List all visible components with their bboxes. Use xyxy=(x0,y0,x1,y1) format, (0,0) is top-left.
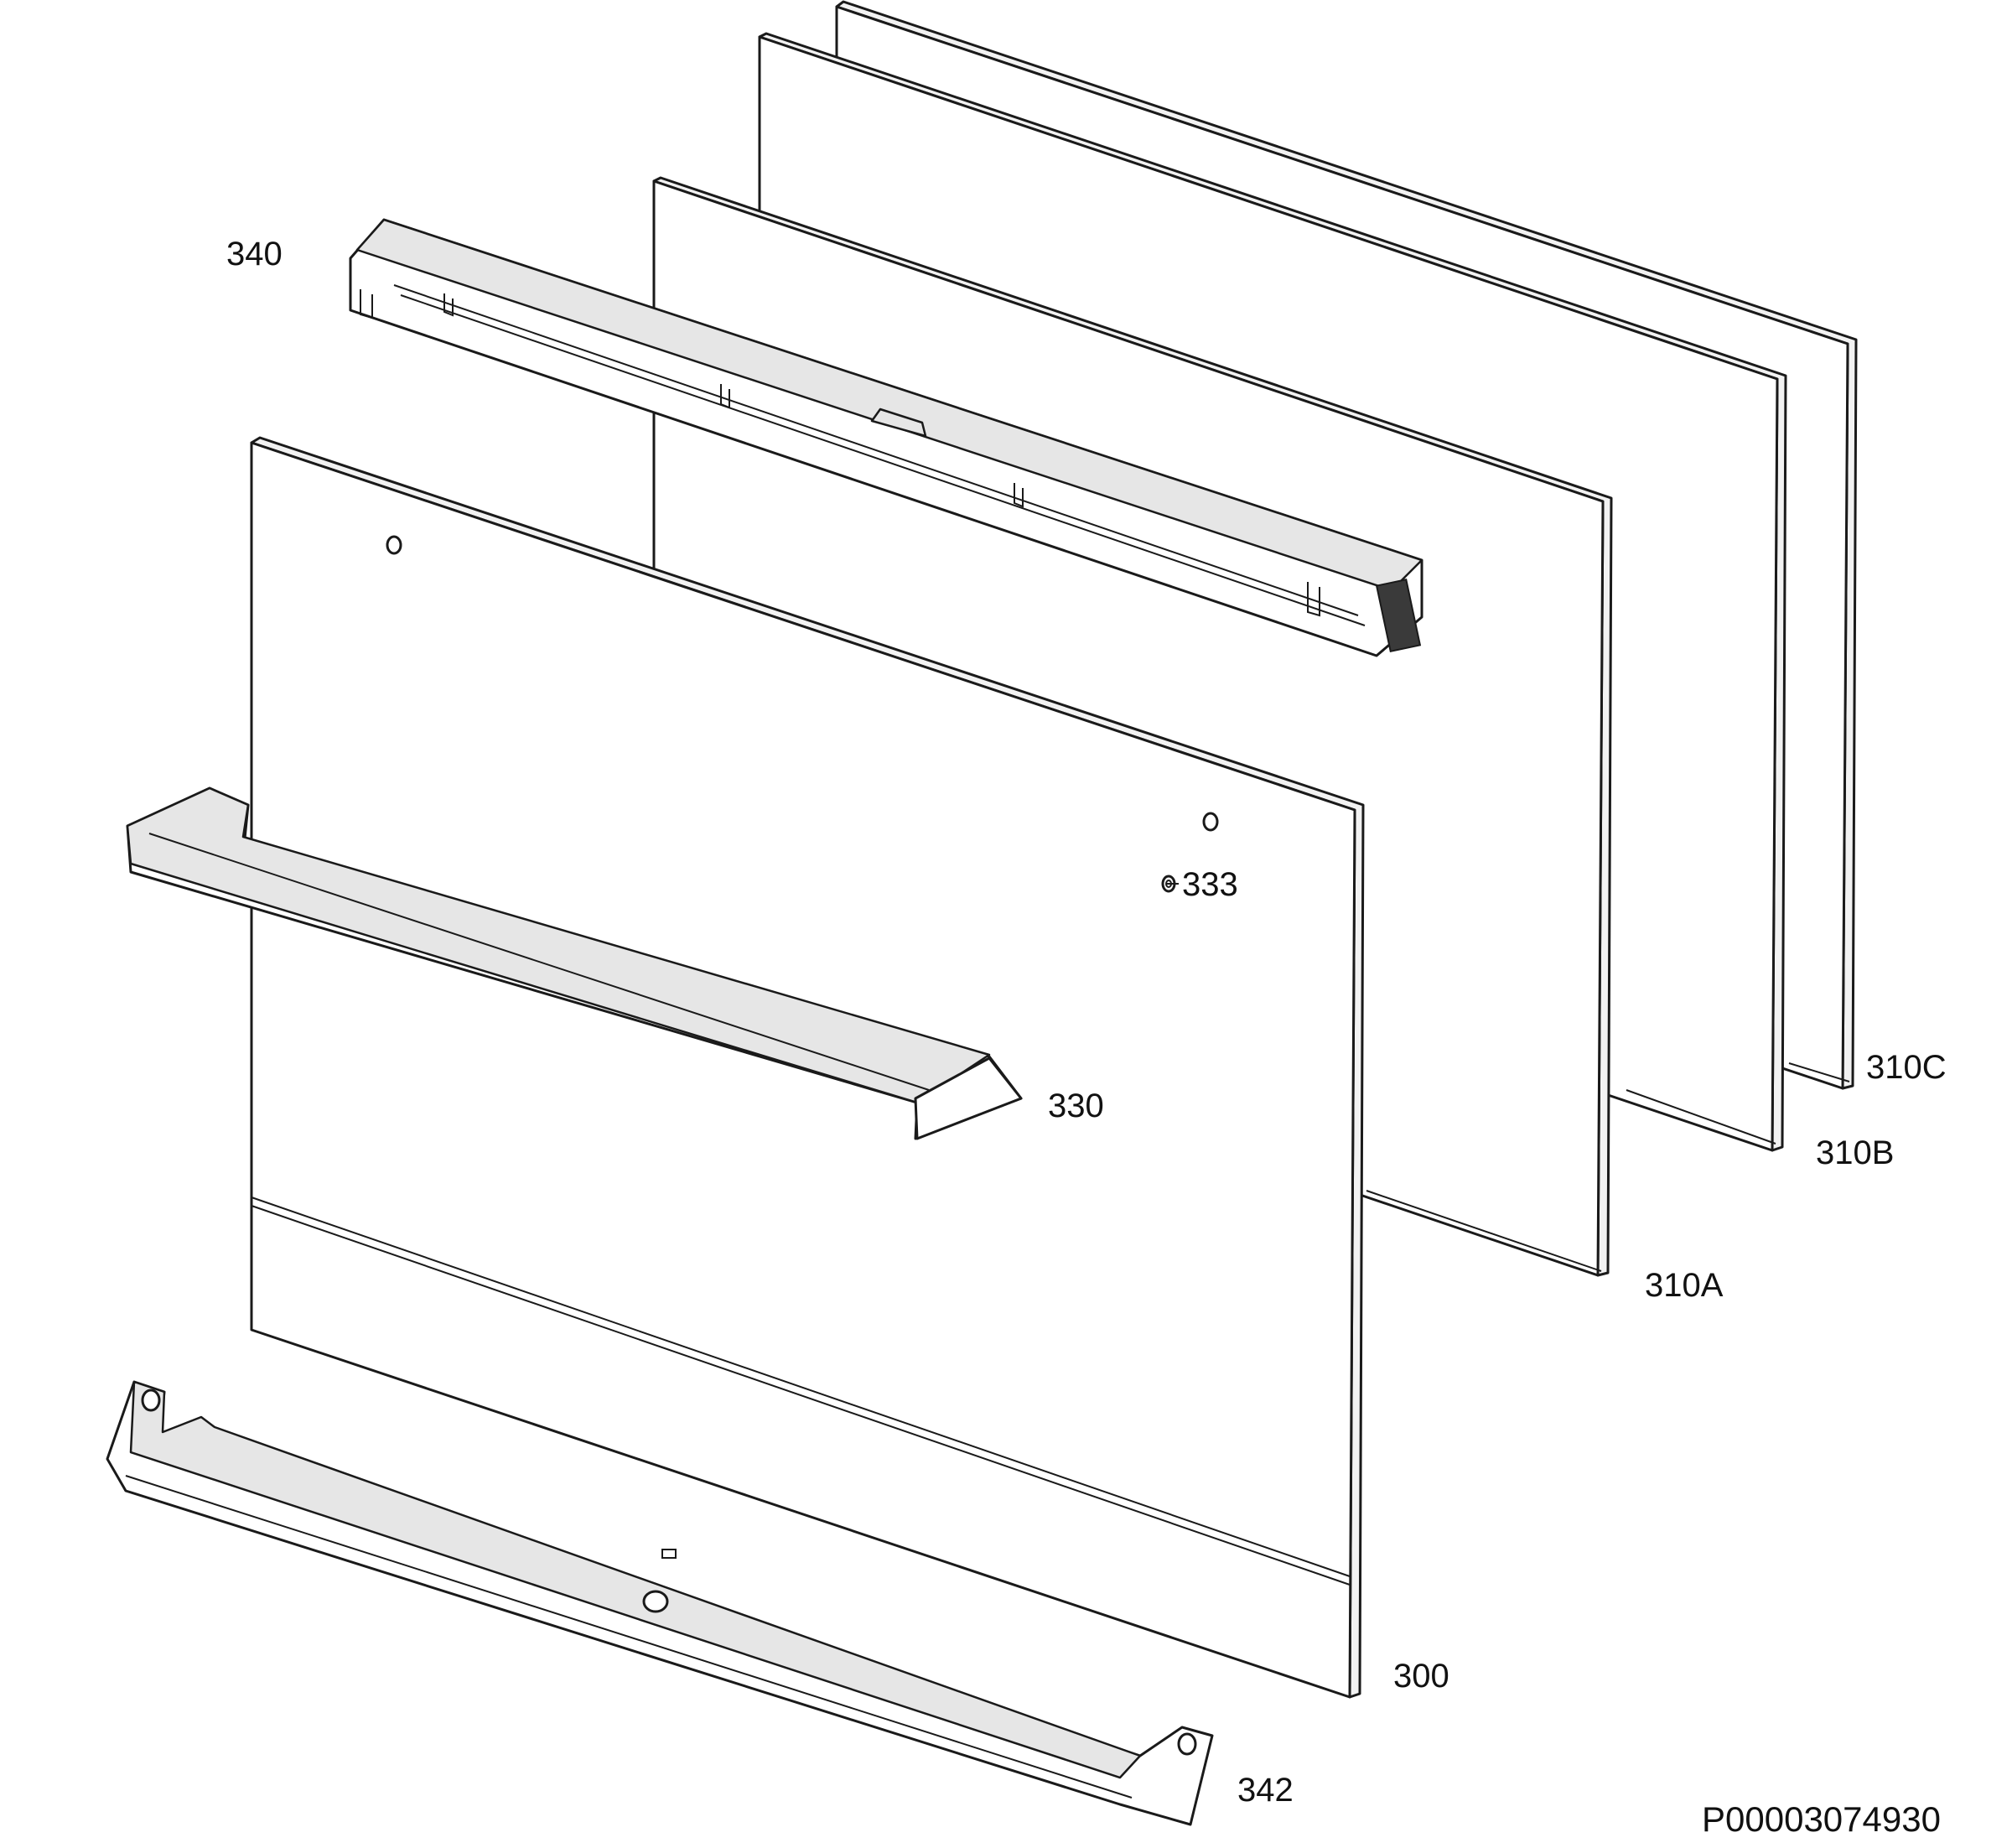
label-340: 340 xyxy=(226,236,283,273)
door-handle-330 xyxy=(126,786,1023,1140)
fixing-hole-icon xyxy=(1202,812,1219,832)
label-310b: 310B xyxy=(1816,1134,1894,1171)
label-310a: 310A xyxy=(1645,1267,1724,1304)
leader-lines xyxy=(1167,883,1850,1272)
bottom-profile-342 xyxy=(106,1380,1214,1826)
label-342: 342 xyxy=(1237,1772,1294,1809)
label-333: 333 xyxy=(1182,866,1238,903)
document-id: P00003074930 xyxy=(1702,1799,1941,1839)
label-300: 300 xyxy=(1393,1658,1449,1695)
label-330: 330 xyxy=(1048,1088,1104,1124)
label-310c: 310C xyxy=(1866,1049,1947,1086)
top-profile-340 xyxy=(349,218,1423,657)
fixing-hole-icon xyxy=(386,535,402,555)
